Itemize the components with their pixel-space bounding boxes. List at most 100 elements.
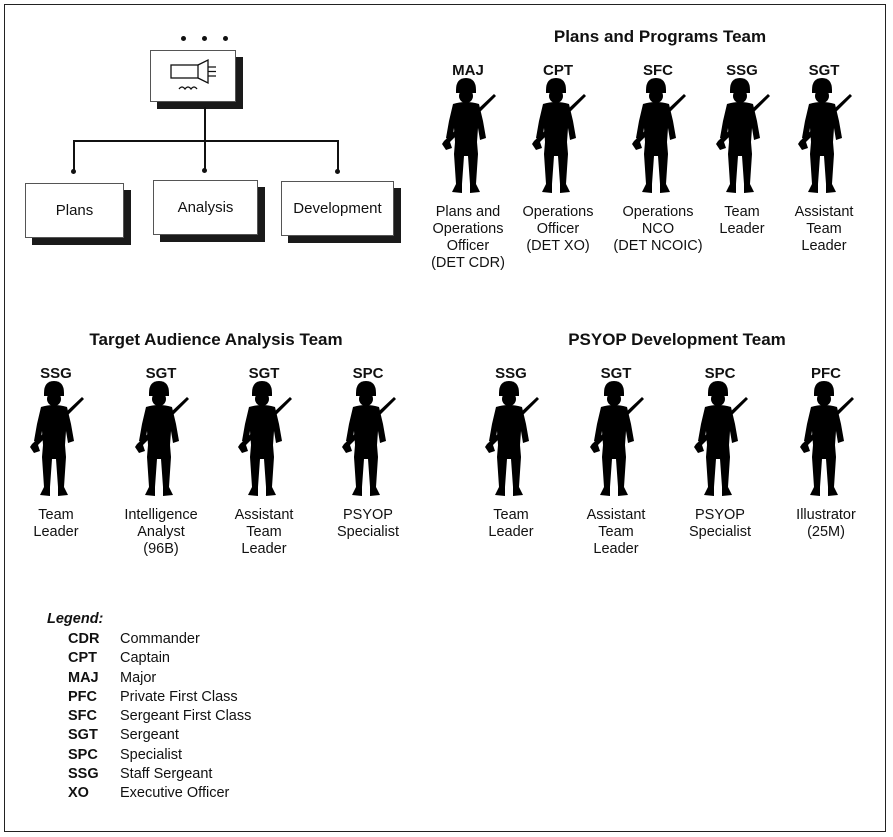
rank-label: SPC xyxy=(352,365,384,382)
role-line: Illustrator xyxy=(796,507,856,523)
role-line: NCO xyxy=(641,221,675,237)
connector-dot xyxy=(335,169,340,174)
role-line: Team xyxy=(38,507,74,523)
role-line: Officer xyxy=(536,221,580,237)
development-box: Development xyxy=(281,181,394,236)
role-line: Specialist xyxy=(336,524,400,540)
plans-box: Plans xyxy=(25,183,124,238)
legend-item: CPT Captain xyxy=(47,650,251,669)
team-member: PFC Illustrator(25M) xyxy=(776,365,876,541)
ellipsis-dot xyxy=(181,36,186,41)
role-line: Leader xyxy=(241,541,287,557)
role-line: Operations xyxy=(432,221,504,237)
role-line: Specialist xyxy=(688,524,752,540)
plans-label: Plans xyxy=(55,202,94,219)
role-line: Team xyxy=(493,507,529,523)
soldier-icon xyxy=(336,379,400,503)
rank-label: SSG xyxy=(495,365,527,382)
role-line: PSYOP xyxy=(695,507,745,523)
legend-abbr: PFC xyxy=(68,688,97,705)
legend-meaning: Private First Class xyxy=(120,688,238,705)
development-label: Development xyxy=(293,200,382,217)
soldier-icon xyxy=(626,76,690,200)
soldier-icon xyxy=(526,76,590,200)
role-line: Leader xyxy=(801,238,847,254)
connector xyxy=(337,140,339,170)
connector xyxy=(204,107,206,141)
legend-abbr: SGT xyxy=(68,727,98,744)
role-line: Assistant xyxy=(586,507,646,523)
legend-abbr: SSG xyxy=(68,766,99,783)
legend-abbr: CDR xyxy=(68,631,100,647)
headquarters-box xyxy=(150,50,236,102)
frame-border xyxy=(4,4,886,832)
legend-meaning: Captain xyxy=(120,650,170,667)
rank-label: SSG xyxy=(726,62,758,79)
rank-label: PFC xyxy=(811,365,841,382)
role-line: Plans and xyxy=(435,204,501,220)
rank-label: SFC xyxy=(643,62,673,79)
soldier-icon xyxy=(24,379,88,503)
connector-dot xyxy=(202,168,207,173)
soldier-icon xyxy=(436,76,500,200)
analysis-box: Analysis xyxy=(153,180,258,235)
soldier-icon xyxy=(479,379,543,503)
rank-label: SPC xyxy=(704,365,736,382)
legend-meaning: Major xyxy=(120,669,157,686)
ellipsis-dot xyxy=(202,36,207,41)
role-line: (DET XO) xyxy=(526,238,590,254)
rank-label: SGT xyxy=(600,365,632,382)
role-line: Operations xyxy=(622,204,694,220)
role-line: Team xyxy=(806,221,842,237)
team-title: Target Audience Analysis Team xyxy=(89,330,343,349)
role-line: Team xyxy=(246,524,282,540)
connector xyxy=(73,140,339,142)
role-line: PSYOP xyxy=(343,507,393,523)
connector-dot xyxy=(71,169,76,174)
connector xyxy=(204,140,206,170)
role-line: (25M) xyxy=(807,524,845,540)
legend-meaning: Executive Officer xyxy=(120,785,230,802)
legend-heading: Legend: xyxy=(47,611,104,627)
soldier-icon xyxy=(792,76,856,200)
role-line: Analyst xyxy=(137,524,185,540)
connector xyxy=(73,140,75,170)
soldier-icon xyxy=(232,379,296,503)
role-line: Team xyxy=(724,204,760,220)
legend-item: PFC Private First Class xyxy=(47,689,251,708)
legend-meaning: Staff Sergeant xyxy=(120,766,213,783)
soldier-icon xyxy=(129,379,193,503)
soldier-icon xyxy=(584,379,648,503)
legend-meaning: Sergeant First Class xyxy=(120,708,252,725)
role-line: Leader xyxy=(593,541,639,557)
rank-label: SGT xyxy=(145,365,177,382)
rank-label: MAJ xyxy=(452,62,484,79)
legend-abbr: CPT xyxy=(68,650,97,667)
legend-meaning: Specialist xyxy=(120,746,183,763)
ellipsis-dot xyxy=(223,36,228,41)
soldier-icon xyxy=(688,379,752,503)
role-line: Assistant xyxy=(234,507,294,523)
